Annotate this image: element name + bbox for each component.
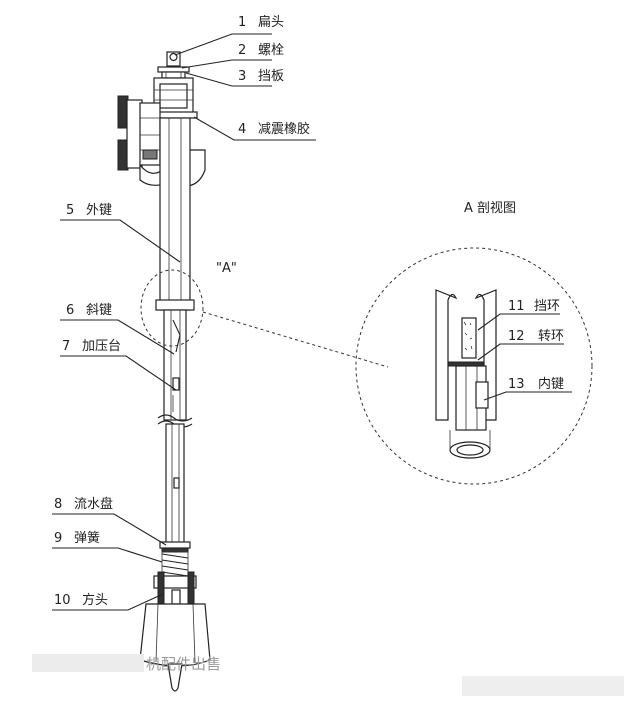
svg-text:减震橡胶: 减震橡胶 — [258, 121, 310, 137]
svg-text:加压台: 加压台 — [82, 339, 121, 354]
label-drainage-disc: 8 流水盘 — [54, 496, 113, 512]
svg-text:4: 4 — [238, 122, 246, 137]
label-flat-head: 1 扁头 — [238, 15, 284, 30]
label-inclined-key: 6 斜键 — [66, 303, 112, 318]
svg-text:2: 2 — [238, 43, 246, 58]
svg-text:转环: 转环 — [538, 329, 564, 344]
label-baffle: 3 挡板 — [238, 69, 284, 84]
svg-text:弹簧: 弹簧 — [74, 530, 100, 546]
outer-bar — [155, 117, 195, 311]
square-head — [139, 571, 211, 692]
part-labels: 1 扁头 2 螺栓 3 挡板 4 减震橡胶 5 外键 6 斜键 7 加压台 8 — [54, 15, 564, 608]
label-retaining-ring: 11 挡环 — [508, 299, 560, 314]
label-swivel-ring: 12 转环 — [508, 329, 564, 344]
damping-housing — [149, 77, 198, 119]
svg-text:11: 11 — [508, 299, 525, 314]
svg-text:8: 8 — [54, 497, 62, 512]
leader-lines — [52, 33, 316, 611]
label-bolt: 2 螺栓 — [238, 43, 284, 58]
label-inner-key: 13 内键 — [508, 376, 564, 392]
label-damping-rubber: 4 减震橡胶 — [238, 121, 310, 137]
detail-marker-label: "A" — [216, 261, 237, 276]
side-bracket — [117, 95, 206, 187]
watermark-text: 机配件出售 — [146, 655, 221, 673]
inner-bar — [157, 309, 193, 545]
section-bar — [435, 289, 497, 459]
svg-text:12: 12 — [508, 329, 525, 344]
label-outer-key: 5 外键 — [66, 203, 112, 218]
svg-text:内键: 内键 — [538, 376, 564, 392]
kelly-bar-assembly — [117, 51, 211, 692]
svg-text:流水盘: 流水盘 — [74, 496, 113, 512]
watermark: 机配件出售 — [32, 654, 624, 696]
flat-head — [166, 51, 181, 67]
svg-text:5: 5 — [66, 203, 74, 218]
svg-text:外键: 外键 — [86, 203, 112, 218]
svg-text:6: 6 — [66, 303, 74, 318]
svg-text:螺栓: 螺栓 — [258, 43, 284, 58]
label-square-head: 10 方头 — [54, 592, 108, 608]
label-spring: 9 弹簧 — [54, 530, 100, 546]
svg-text:1: 1 — [238, 15, 246, 30]
svg-text:扁头: 扁头 — [258, 15, 284, 30]
svg-text:10: 10 — [54, 593, 71, 608]
svg-text:13: 13 — [508, 377, 525, 392]
svg-text:斜键: 斜键 — [86, 303, 112, 318]
svg-text:挡板: 挡板 — [258, 69, 284, 84]
label-pressure-platform: 7 加压台 — [62, 339, 121, 354]
detail-marker: "A" — [140, 261, 389, 368]
baffle-plate — [157, 66, 190, 79]
section-view-title: A 剖视图 — [464, 201, 516, 216]
svg-text:9: 9 — [54, 531, 62, 546]
svg-text:3: 3 — [238, 69, 246, 84]
svg-text:挡环: 挡环 — [534, 299, 560, 314]
svg-text:7: 7 — [62, 339, 70, 354]
section-view: A 剖视图 — [355, 201, 593, 485]
svg-text:方头: 方头 — [82, 592, 108, 608]
